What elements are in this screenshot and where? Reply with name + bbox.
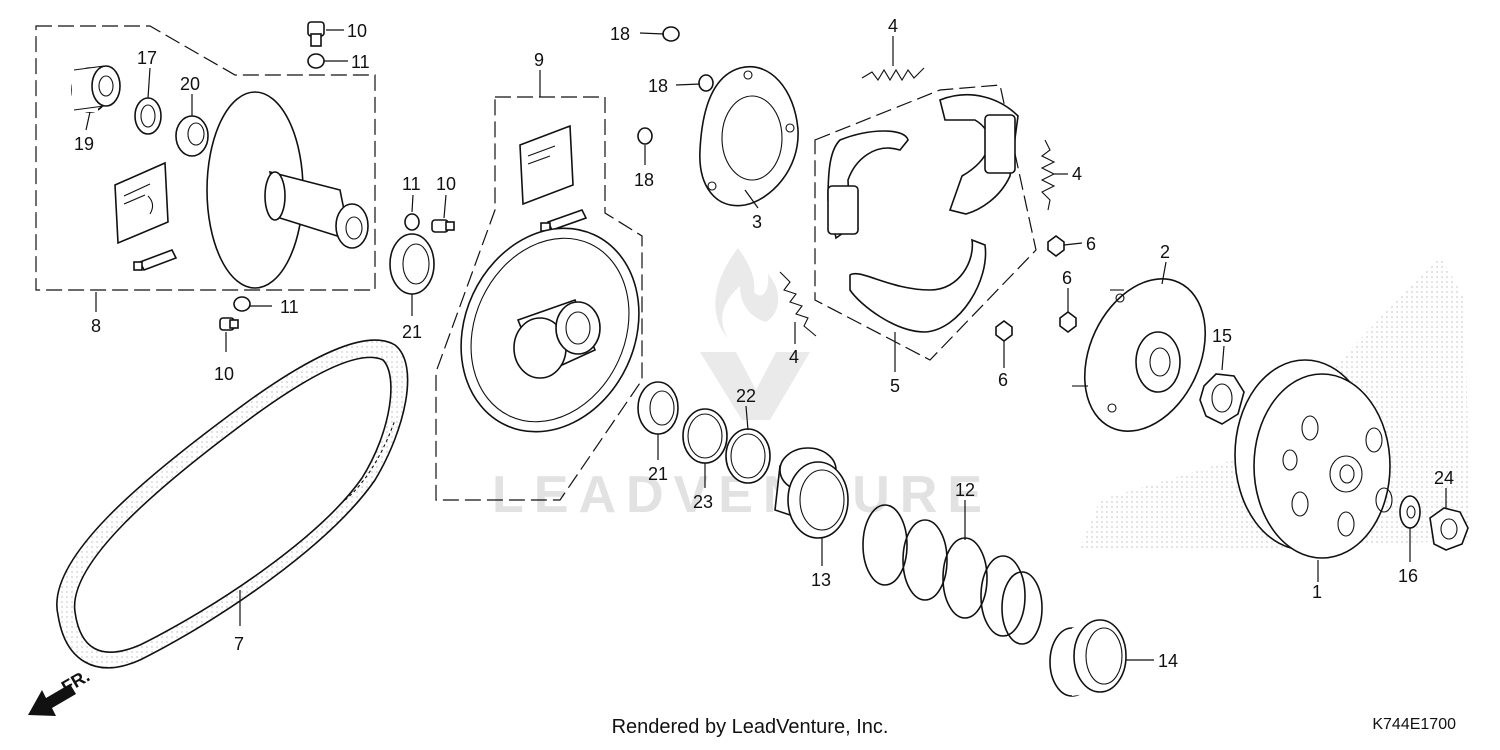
spring-12 (862, 504, 1043, 645)
clutch-shoe-5-left (827, 130, 909, 240)
callout-1: 1 (1312, 582, 1322, 602)
clip-18-a (662, 26, 680, 42)
callout-6-a: 6 (1086, 234, 1096, 254)
o-ring-22 (725, 428, 771, 484)
gasket-3 (699, 65, 799, 207)
nut-15 (1199, 373, 1245, 425)
pin-10-top (307, 21, 325, 47)
pin-10-low (219, 317, 239, 331)
front-direction-arrow: FR. (28, 666, 93, 716)
needle-bearing-19 (71, 65, 121, 113)
grease-tube (133, 248, 178, 272)
spring-4-top (861, 67, 925, 82)
callout-2: 2 (1160, 242, 1170, 262)
diagram-code: K744E1700 (1372, 716, 1456, 733)
callout-10-mid: 10 (436, 174, 456, 194)
nut-6-b (1059, 311, 1077, 333)
drive-plate-2 (1072, 278, 1207, 432)
callout-21-left: 21 (402, 322, 422, 342)
driven-face-8 (206, 91, 369, 289)
callout-11-top: 11 (351, 52, 370, 72)
callout-18-b: 18 (648, 76, 668, 96)
group-box-5 (814, 84, 1037, 361)
callout-4-right: 4 (1072, 164, 1082, 184)
callout-6-b: 6 (1062, 268, 1072, 288)
callout-23: 23 (693, 492, 713, 512)
o-ring-23 (682, 408, 728, 464)
roller-11-mid (404, 213, 420, 231)
callout-19: 19 (74, 134, 94, 154)
callout-22: 22 (736, 386, 756, 406)
clutch-outer-1 (1234, 359, 1393, 559)
nut-24 (1429, 507, 1469, 551)
callout-10-low: 10 (214, 364, 234, 384)
clip-18-b (698, 74, 714, 92)
callout-labels: 1 2 3 4 4 4 5 6 6 6 7 8 9 10 10 10 11 11… (74, 16, 1454, 671)
washer-16 (1399, 495, 1421, 529)
callout-11-low: 11 (280, 297, 299, 317)
seal-collar-14 (1049, 619, 1127, 697)
callout-6-c: 6 (998, 370, 1008, 390)
callout-3: 3 (752, 212, 762, 232)
spring-4-mid (779, 271, 817, 337)
callout-11-mid: 11 (402, 174, 421, 194)
callout-9: 9 (534, 50, 544, 70)
group-box-8 (35, 25, 376, 291)
nut-6-c (995, 320, 1013, 342)
oil-seal-21-left (389, 233, 435, 295)
callout-4-mid: 4 (789, 347, 799, 367)
leader-lines (85, 29, 1447, 661)
rendered-by-footer: Rendered by LeadVenture, Inc. (611, 716, 889, 738)
clip-18-c (637, 127, 653, 145)
oil-seal-21-right (637, 381, 679, 435)
callout-21-right: 21 (648, 464, 668, 484)
callout-14: 14 (1158, 651, 1178, 671)
pin-10-mid (431, 219, 455, 233)
roller-11-low (233, 296, 251, 312)
callout-17: 17 (137, 48, 157, 68)
callout-12: 12 (955, 480, 975, 500)
callout-13: 13 (811, 570, 831, 590)
callout-24: 24 (1434, 468, 1454, 488)
clutch-shoe-5-right (939, 93, 1019, 215)
group-box-9 (435, 96, 643, 501)
roller-11-top (307, 53, 325, 69)
callout-4-top: 4 (888, 16, 898, 36)
watermark-logo (700, 248, 810, 420)
collar-13 (774, 447, 849, 539)
grease-packet (114, 161, 169, 245)
callout-18-c: 18 (634, 170, 654, 190)
callout-16: 16 (1398, 566, 1418, 586)
callout-10-top: 10 (347, 21, 367, 41)
callout-8: 8 (91, 316, 101, 336)
spring-4-right (1040, 139, 1056, 211)
grease-packet-9 (519, 124, 574, 206)
callout-15: 15 (1212, 326, 1232, 346)
callout-18-a: 18 (610, 24, 630, 44)
movable-drive-face-9 (460, 227, 640, 433)
drive-belt-7 (56, 339, 409, 669)
callout-5: 5 (890, 376, 900, 396)
clutch-shoe-5-bottom (849, 238, 987, 333)
snap-ring-17 (134, 97, 162, 135)
callout-7: 7 (234, 634, 244, 654)
callout-20: 20 (180, 74, 200, 94)
nut-6-a (1047, 235, 1065, 257)
bearing-20 (175, 115, 209, 157)
